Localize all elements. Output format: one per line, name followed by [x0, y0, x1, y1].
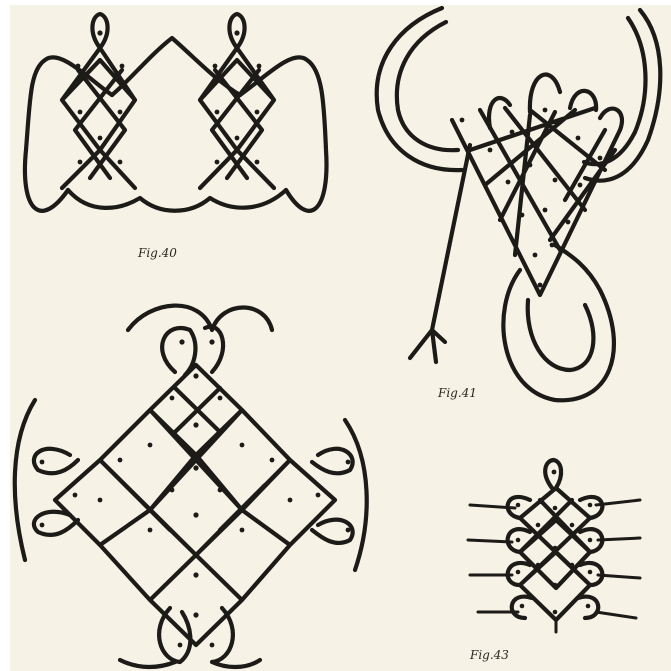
fig41-right-horn	[585, 10, 660, 181]
fig41-stem	[410, 145, 470, 362]
fig41-lower-loop	[503, 245, 614, 400]
figure-40-drawing	[25, 14, 327, 211]
figure-cross-drawing	[15, 306, 367, 667]
figure-41-drawing	[377, 8, 661, 400]
fig40-right-lattice	[200, 48, 274, 188]
figure-41-caption: Fig.41	[438, 386, 477, 400]
fig41-v-lattice	[452, 108, 620, 295]
fig43-right-loops	[578, 497, 602, 618]
fig41-left-horn	[377, 8, 462, 170]
cross-lattice	[55, 365, 335, 645]
fig40-bottom-bridge	[68, 190, 286, 211]
figure-40-caption: Fig.40	[138, 246, 177, 260]
figure-43-caption: Fig.43	[470, 648, 509, 662]
fig41-lower-loop-inner	[528, 300, 594, 370]
fig40-outer-outline	[25, 57, 327, 210]
figure-43-drawing	[468, 460, 640, 632]
fig40-crown	[112, 38, 240, 95]
cross-left-arcs	[15, 400, 78, 560]
fig40-left-lattice	[62, 48, 135, 188]
fig41-left-horn-inner	[397, 22, 458, 150]
cross-dots	[40, 339, 351, 647]
cross-top-arcs	[128, 306, 272, 330]
